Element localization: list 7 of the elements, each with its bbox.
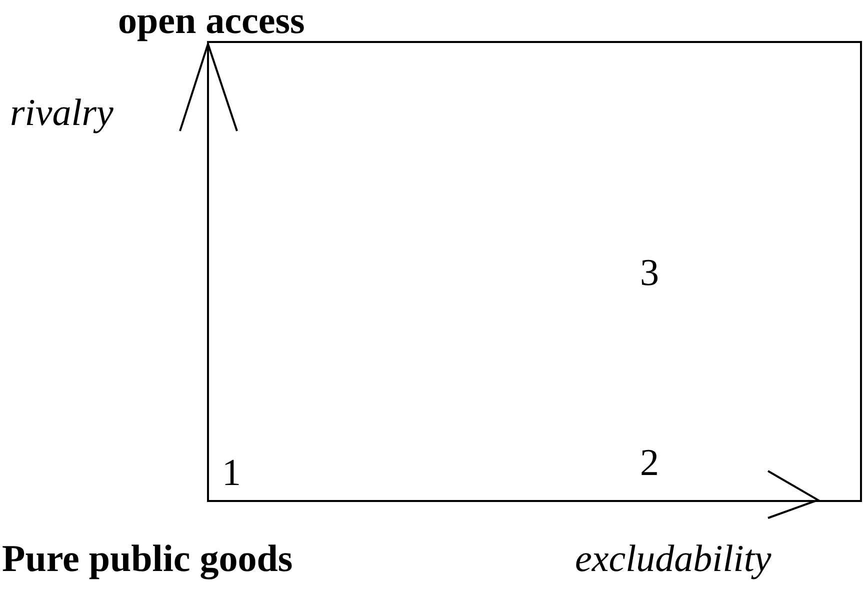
axis-label: open access <box>118 0 305 44</box>
axis-label: Pure public goods <box>2 538 293 582</box>
region-number: 1 <box>222 452 241 496</box>
region-number: 2 <box>640 442 659 486</box>
axis-label: excludability <box>575 538 772 582</box>
axis-label: rivalry <box>10 92 114 136</box>
region-number: 3 <box>640 252 659 296</box>
